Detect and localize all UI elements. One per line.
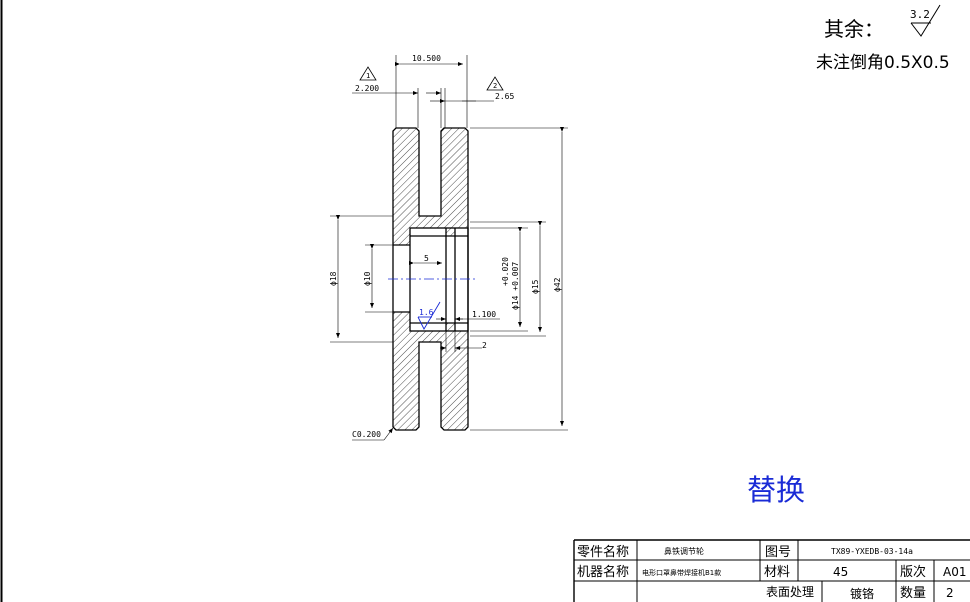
marker-2-label: 2 bbox=[493, 82, 497, 90]
inner-roughness-symbol bbox=[417, 301, 441, 330]
dim-dia-10: ϕ10 bbox=[363, 271, 372, 286]
section-hatch-top bbox=[393, 128, 468, 245]
dim-groove-offset: 2 bbox=[482, 341, 487, 350]
surface-label: 表面处理 bbox=[766, 585, 814, 599]
dim-top-width: 10.500 bbox=[412, 54, 441, 63]
part-name-label: 零件名称 bbox=[577, 544, 629, 560]
dim-groove-width: 1.100 bbox=[472, 310, 496, 319]
section-hatch-bottom bbox=[393, 312, 468, 430]
part-name-value: 鼻铁调节轮 bbox=[664, 546, 704, 556]
marker-1-label: 1 bbox=[366, 72, 370, 80]
dim-dia-15: ϕ15 bbox=[531, 279, 540, 294]
dim-dia-18: ϕ18 bbox=[329, 271, 338, 286]
dim-dia-14: ϕ14 +0.007 bbox=[511, 262, 520, 310]
bore-outline bbox=[409, 227, 469, 332]
version-value: A01 bbox=[943, 565, 966, 579]
qty-label: 数量 bbox=[900, 586, 926, 601]
dim-left-step: 2.200 bbox=[355, 84, 379, 93]
dim-dia-42: ϕ42 bbox=[553, 277, 562, 292]
dim-chamfer: C0.200 bbox=[352, 430, 381, 439]
material-label: 材料 bbox=[764, 565, 790, 580]
drawing-no-label: 图号 bbox=[765, 545, 791, 560]
surface-note-label: 其余： bbox=[824, 17, 884, 41]
part-section: 10.500 2.200 2.65 1 2 ϕ18 ϕ10 5 +0.020 ϕ… bbox=[329, 54, 568, 441]
material-value: 45 bbox=[833, 565, 848, 579]
title-block: 零件名称 鼻铁调节轮 图号 TX89-YXEDB-03-14a 机器名称 电形口… bbox=[573, 539, 970, 602]
dim-bore-depth: 5 bbox=[424, 254, 429, 263]
version-label: 版次 bbox=[900, 564, 926, 580]
surface-note: 其余： 3.2 未注倒角0.5X0.5 bbox=[816, 4, 950, 73]
marker-triangle-2 bbox=[486, 76, 504, 91]
qty-value: 2 bbox=[946, 586, 954, 600]
surface-value: 镀铬 bbox=[850, 586, 874, 601]
dim-dia-14-upper: +0.020 bbox=[501, 257, 510, 286]
dim-inner-roughness: 1.6 bbox=[419, 308, 434, 317]
machine-value: 电形口罩鼻带焊接机B1款 bbox=[642, 568, 721, 577]
marker-triangle-1 bbox=[359, 66, 377, 81]
outer-profile bbox=[392, 127, 469, 431]
drawing-no-value: TX89-YXEDB-03-14a bbox=[831, 547, 913, 556]
replace-label: 替换 bbox=[747, 473, 805, 507]
chamfer-note: 未注倒角0.5X0.5 bbox=[816, 53, 950, 73]
roughness-symbol bbox=[910, 4, 941, 37]
dim-right-step: 2.65 bbox=[495, 92, 514, 101]
machine-label: 机器名称 bbox=[577, 564, 629, 580]
roughness-value: 3.2 bbox=[910, 8, 930, 21]
